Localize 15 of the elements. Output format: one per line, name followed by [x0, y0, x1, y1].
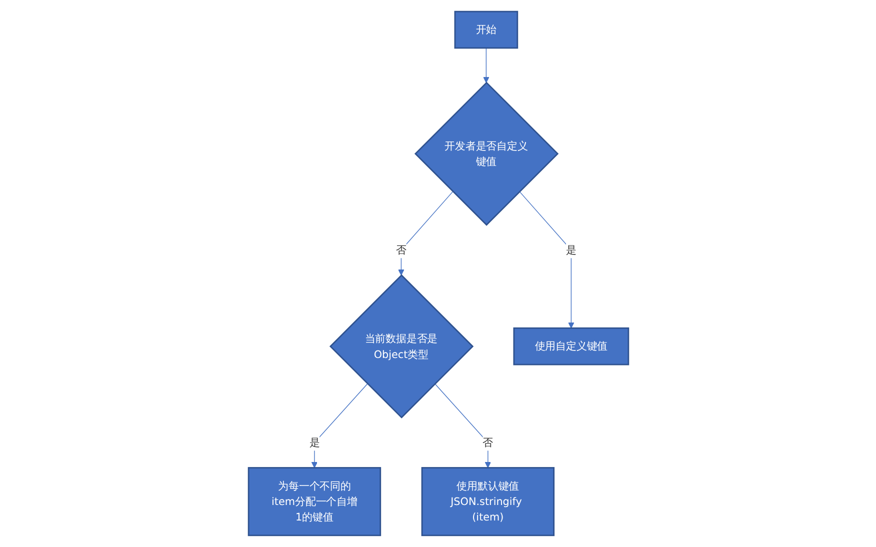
- node-box: 使用默认键值JSON.stringify (item): [420, 467, 554, 536]
- node-diamond: 当前数据是否是Object类型: [328, 274, 474, 418]
- edge-label: 是: [565, 244, 576, 256]
- node-box: 为每一个不同的item分配一个自增1的键值: [247, 467, 381, 536]
- arrow: [518, 191, 574, 328]
- arrow: [434, 383, 490, 468]
- node-box: 使用自定义键值: [512, 327, 629, 366]
- edge-label: 否: [482, 436, 493, 449]
- arrow: [310, 383, 368, 468]
- arrow: [398, 191, 453, 276]
- edge-label: 否: [395, 244, 406, 256]
- edge-label: 是: [308, 436, 320, 449]
- node-box: 开始: [454, 10, 518, 49]
- arrow: [482, 48, 489, 83]
- node-diamond: 开发者是否自定义键值: [414, 82, 558, 226]
